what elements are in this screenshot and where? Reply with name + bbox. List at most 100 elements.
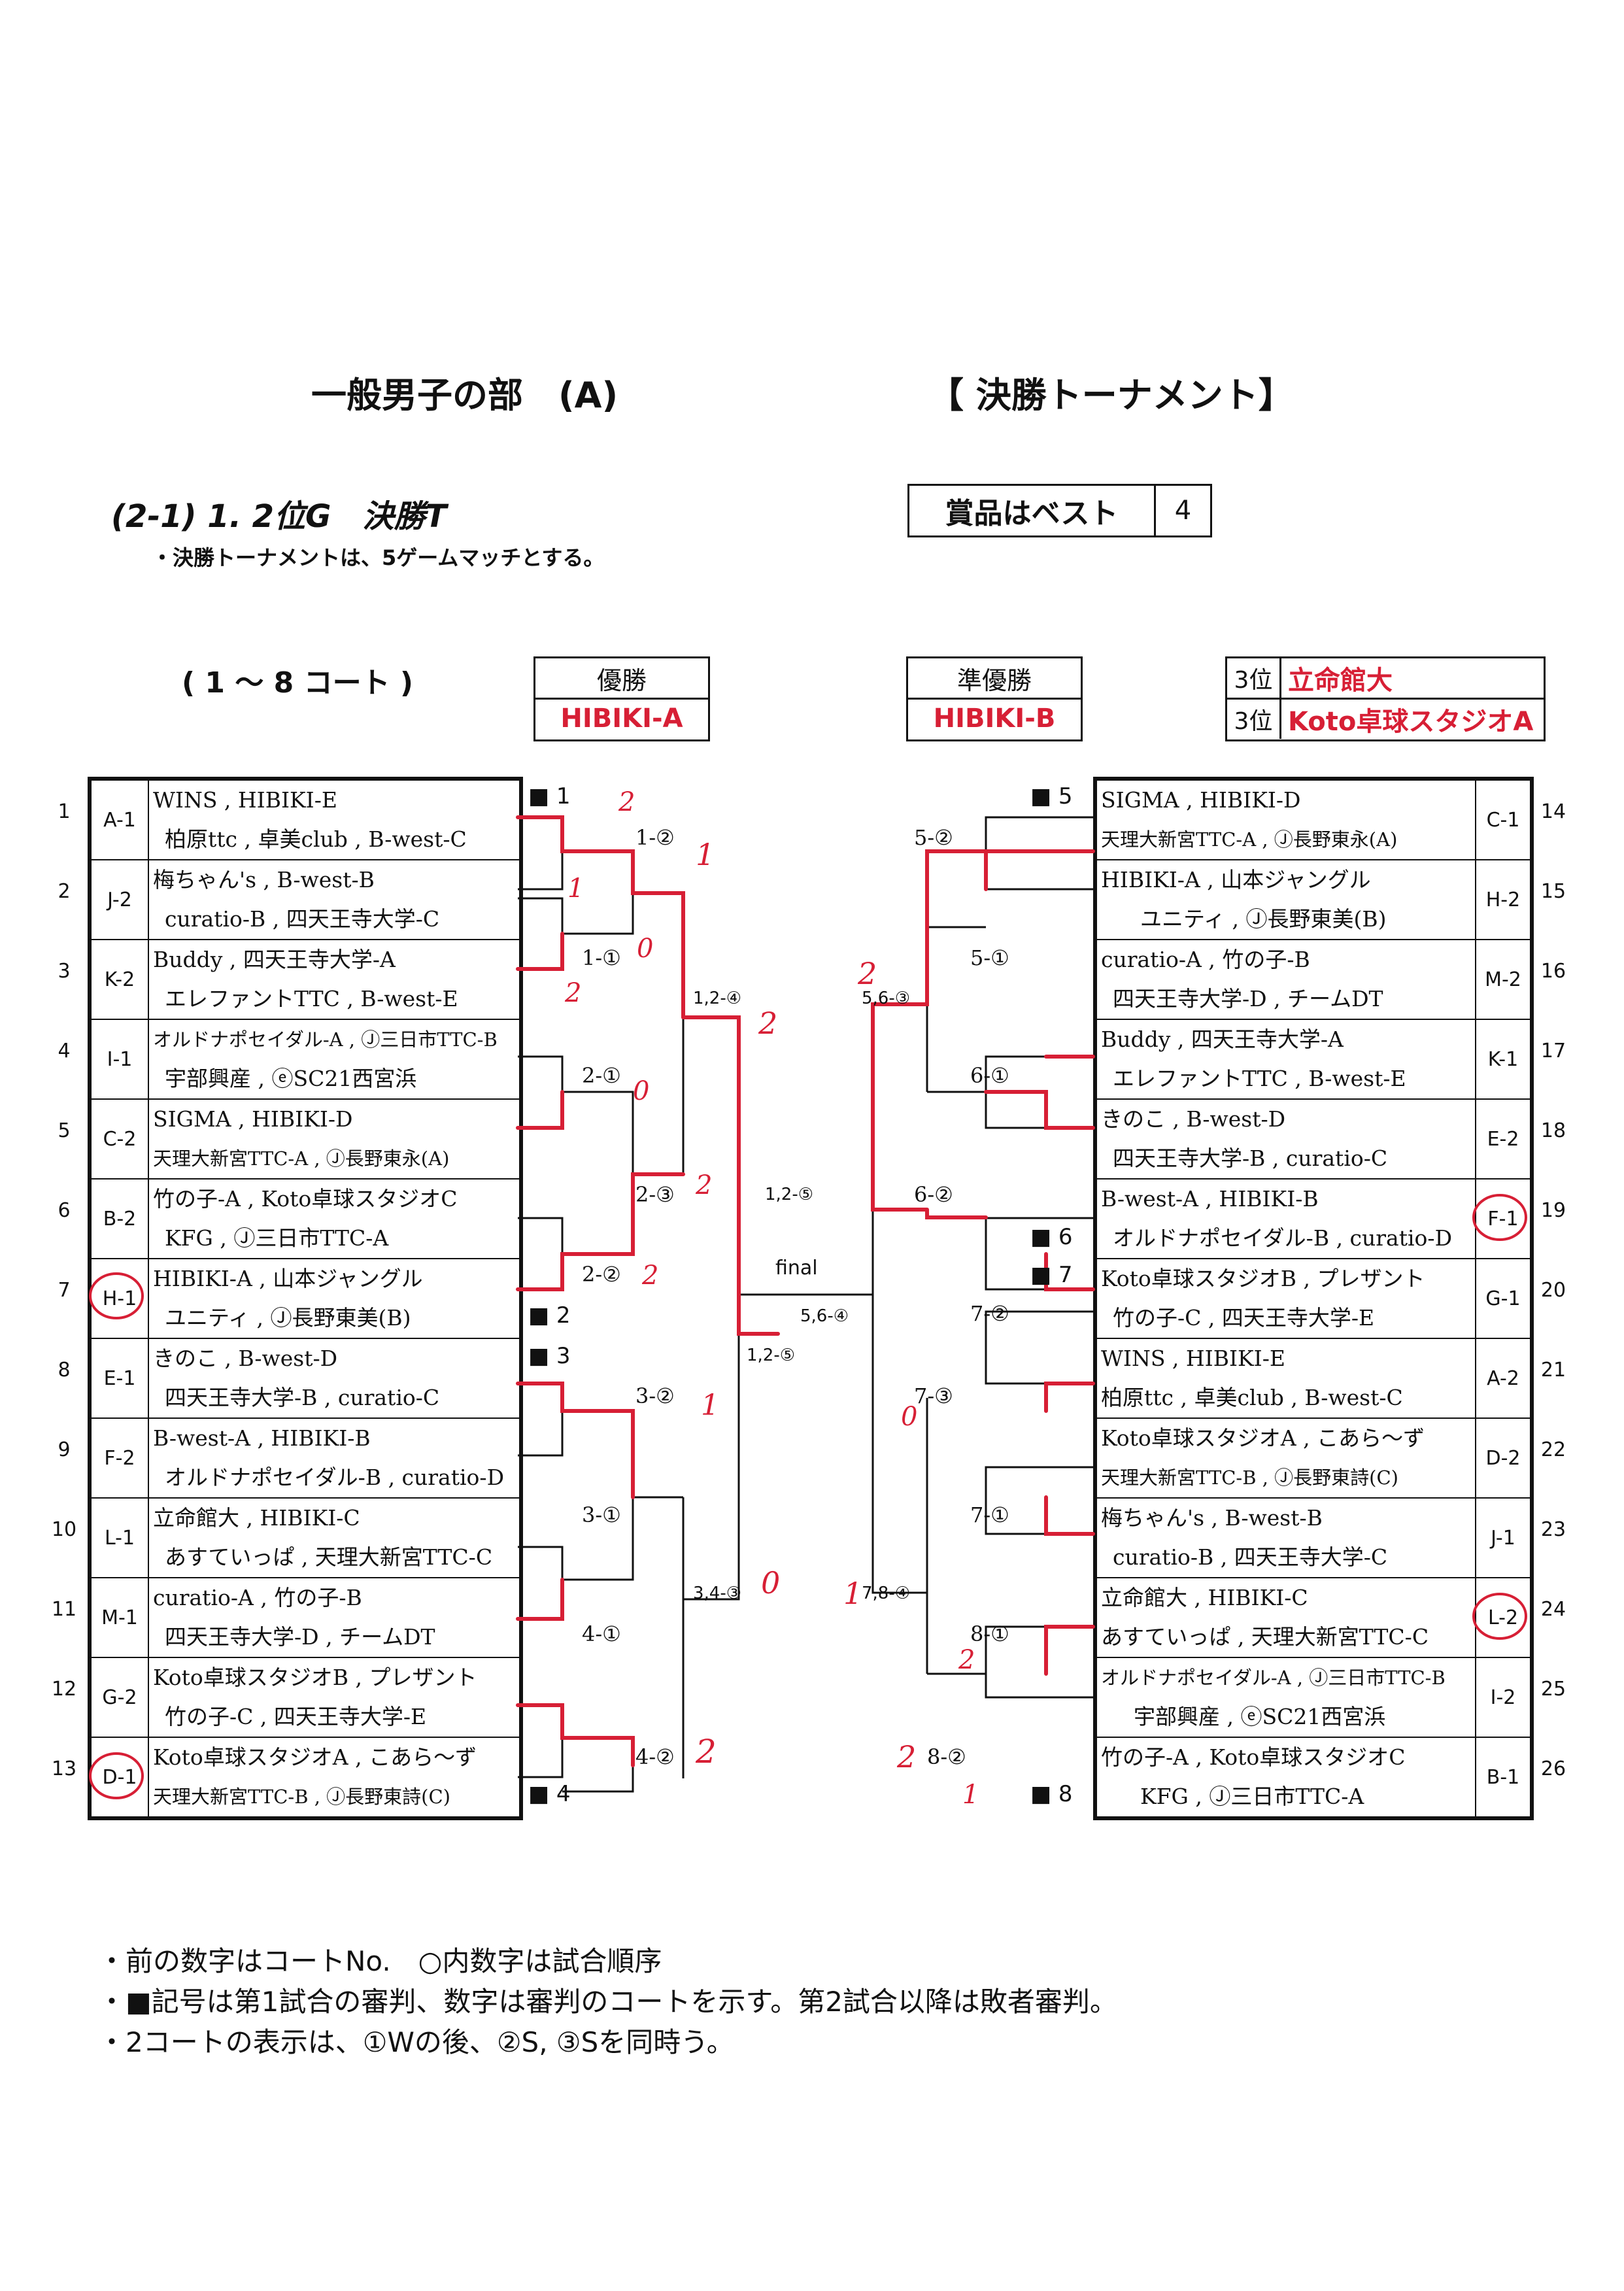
team-names: Koto卓球スタジオA , こあら～ず天理大新宮TTC-B , Ⓙ長野東詩(C) — [148, 1737, 520, 1818]
row-number: 23 — [1540, 1518, 1566, 1541]
third-place-name: Koto卓球スタジオA — [1288, 707, 1534, 737]
group-code: B-2 — [90, 1178, 149, 1259]
match-label: 2-① — [582, 1063, 621, 1088]
winner-path — [871, 849, 1095, 1219]
referee-marker: ■ 4 — [528, 1781, 571, 1807]
team-line: 四天王寺大学-D , チームDT — [165, 1624, 435, 1650]
team-names: HIBIKI-A , 山本ジャングルユニティ , Ⓙ長野東美(B) — [148, 1258, 520, 1339]
group-code: B-1 — [1475, 1737, 1531, 1818]
page-subtitle: 【 決勝トーナメント】 — [928, 375, 1294, 416]
team-line: HIBIKI-A , 山本ジャングル — [1101, 867, 1371, 892]
third-place-label: 3位 — [1227, 658, 1281, 698]
team-line: 立命館大 , HIBIKI-C — [153, 1505, 360, 1531]
match-label: 5,6-③ — [862, 989, 911, 1008]
note-line: ・前の数字はコートNo. ○内数字は試合順序 — [98, 1945, 662, 1977]
row-number: 26 — [1540, 1757, 1566, 1780]
match-label: 1,2-④ — [693, 989, 742, 1008]
match-label: 1-② — [635, 825, 675, 850]
handwritten-score: 2 — [696, 1170, 713, 1200]
team-names: 梅ちゃん's , B-west-B curatio-B , 四天王寺大学-C — [1096, 1497, 1476, 1578]
bracket-line — [518, 1055, 564, 1129]
third-place-label: 3位 — [1227, 700, 1281, 739]
team-line: 天理大新宮TTC-A , Ⓙ長野東永(A) — [1101, 828, 1398, 851]
group-code: L-1 — [90, 1497, 149, 1578]
team-line: Koto卓球スタジオA , こあら～ず — [153, 1744, 477, 1770]
group-code: G-2 — [90, 1657, 149, 1738]
circle-mark — [89, 1272, 144, 1319]
match-label: 6-② — [914, 1182, 953, 1207]
runner-up-label: 準優勝 — [908, 658, 1081, 700]
handwritten-score: 1 — [701, 1389, 719, 1422]
group-code: F-1 — [1475, 1178, 1531, 1259]
group-code: J-2 — [90, 859, 149, 940]
team-line: オルドナポセイダル-B , curatio-D — [1113, 1225, 1453, 1251]
row-number: 7 — [58, 1279, 71, 1302]
bracket-line — [518, 1546, 564, 1620]
winner-path — [681, 1015, 780, 1336]
group-code: C-2 — [90, 1098, 149, 1179]
team-line: KFG , Ⓙ三日市TTC-A — [1140, 1784, 1364, 1809]
team-line: SIGMA , HIBIKI-D — [153, 1106, 353, 1132]
row-number: 21 — [1540, 1359, 1566, 1382]
group-code: M-1 — [90, 1577, 149, 1658]
group-code: D-1 — [90, 1737, 149, 1818]
team-line: きのこ , B-west-D — [1101, 1106, 1286, 1132]
team-line: Buddy , 四天王寺大学-A — [153, 947, 396, 972]
winner-path — [984, 1090, 1095, 1130]
bracket-line — [562, 1738, 634, 1793]
team-line: 梅ちゃん's , B-west-B — [1101, 1505, 1323, 1531]
row-number: 15 — [1540, 880, 1566, 903]
row-number: 5 — [58, 1119, 71, 1142]
prize-label: 賞品はベスト — [909, 486, 1156, 535]
group-code: M-2 — [1475, 939, 1531, 1020]
row-number: 19 — [1540, 1199, 1566, 1222]
group-code: D-2 — [1475, 1417, 1531, 1499]
handwritten-score: 2 — [958, 1645, 975, 1675]
row-number: 22 — [1540, 1438, 1566, 1461]
team-line: ユニティ , Ⓙ長野東美(B) — [1140, 906, 1387, 932]
referee-marker: ■ 2 — [528, 1302, 571, 1329]
handwritten-score: 2 — [618, 787, 635, 817]
row-number: 11 — [51, 1598, 77, 1621]
court-range: ( 1 ～ 8 コート ) — [182, 666, 414, 700]
circle-mark — [89, 1752, 144, 1799]
group-code: J-1 — [1475, 1497, 1531, 1578]
row-number: 25 — [1540, 1678, 1566, 1701]
team-line: 四天王寺大学-D , チームDT — [1113, 986, 1383, 1011]
handwritten-score: 2 — [642, 1261, 659, 1291]
team-line: エレファントTTC , B-west-E — [1113, 1066, 1406, 1091]
match-label: 8-② — [927, 1744, 966, 1769]
handwritten-score: 2 — [897, 1739, 917, 1774]
bracket-line — [985, 1625, 1093, 1699]
winner-path — [1044, 1495, 1095, 1536]
team-line: Koto卓球スタジオB , プレザント — [153, 1665, 477, 1690]
row-number: 18 — [1540, 1119, 1566, 1142]
team-line: SIGMA , HIBIKI-D — [1101, 787, 1301, 813]
final-label: final — [775, 1257, 818, 1280]
team-line: HIBIKI-A , 山本ジャングル — [153, 1266, 423, 1291]
row-number: 20 — [1540, 1279, 1566, 1302]
row-number: 4 — [58, 1040, 71, 1062]
group-code: A-2 — [1475, 1338, 1531, 1419]
match-label: 7,8-④ — [862, 1584, 911, 1603]
team-line: curatio-B , 四天王寺大学-C — [1113, 1544, 1388, 1570]
row-number: 17 — [1540, 1040, 1566, 1062]
team-line: 宇部興産 , ⓔSC21西宮浜 — [165, 1066, 417, 1091]
group-code: L-2 — [1475, 1577, 1531, 1658]
group-code: H-2 — [1475, 859, 1531, 940]
